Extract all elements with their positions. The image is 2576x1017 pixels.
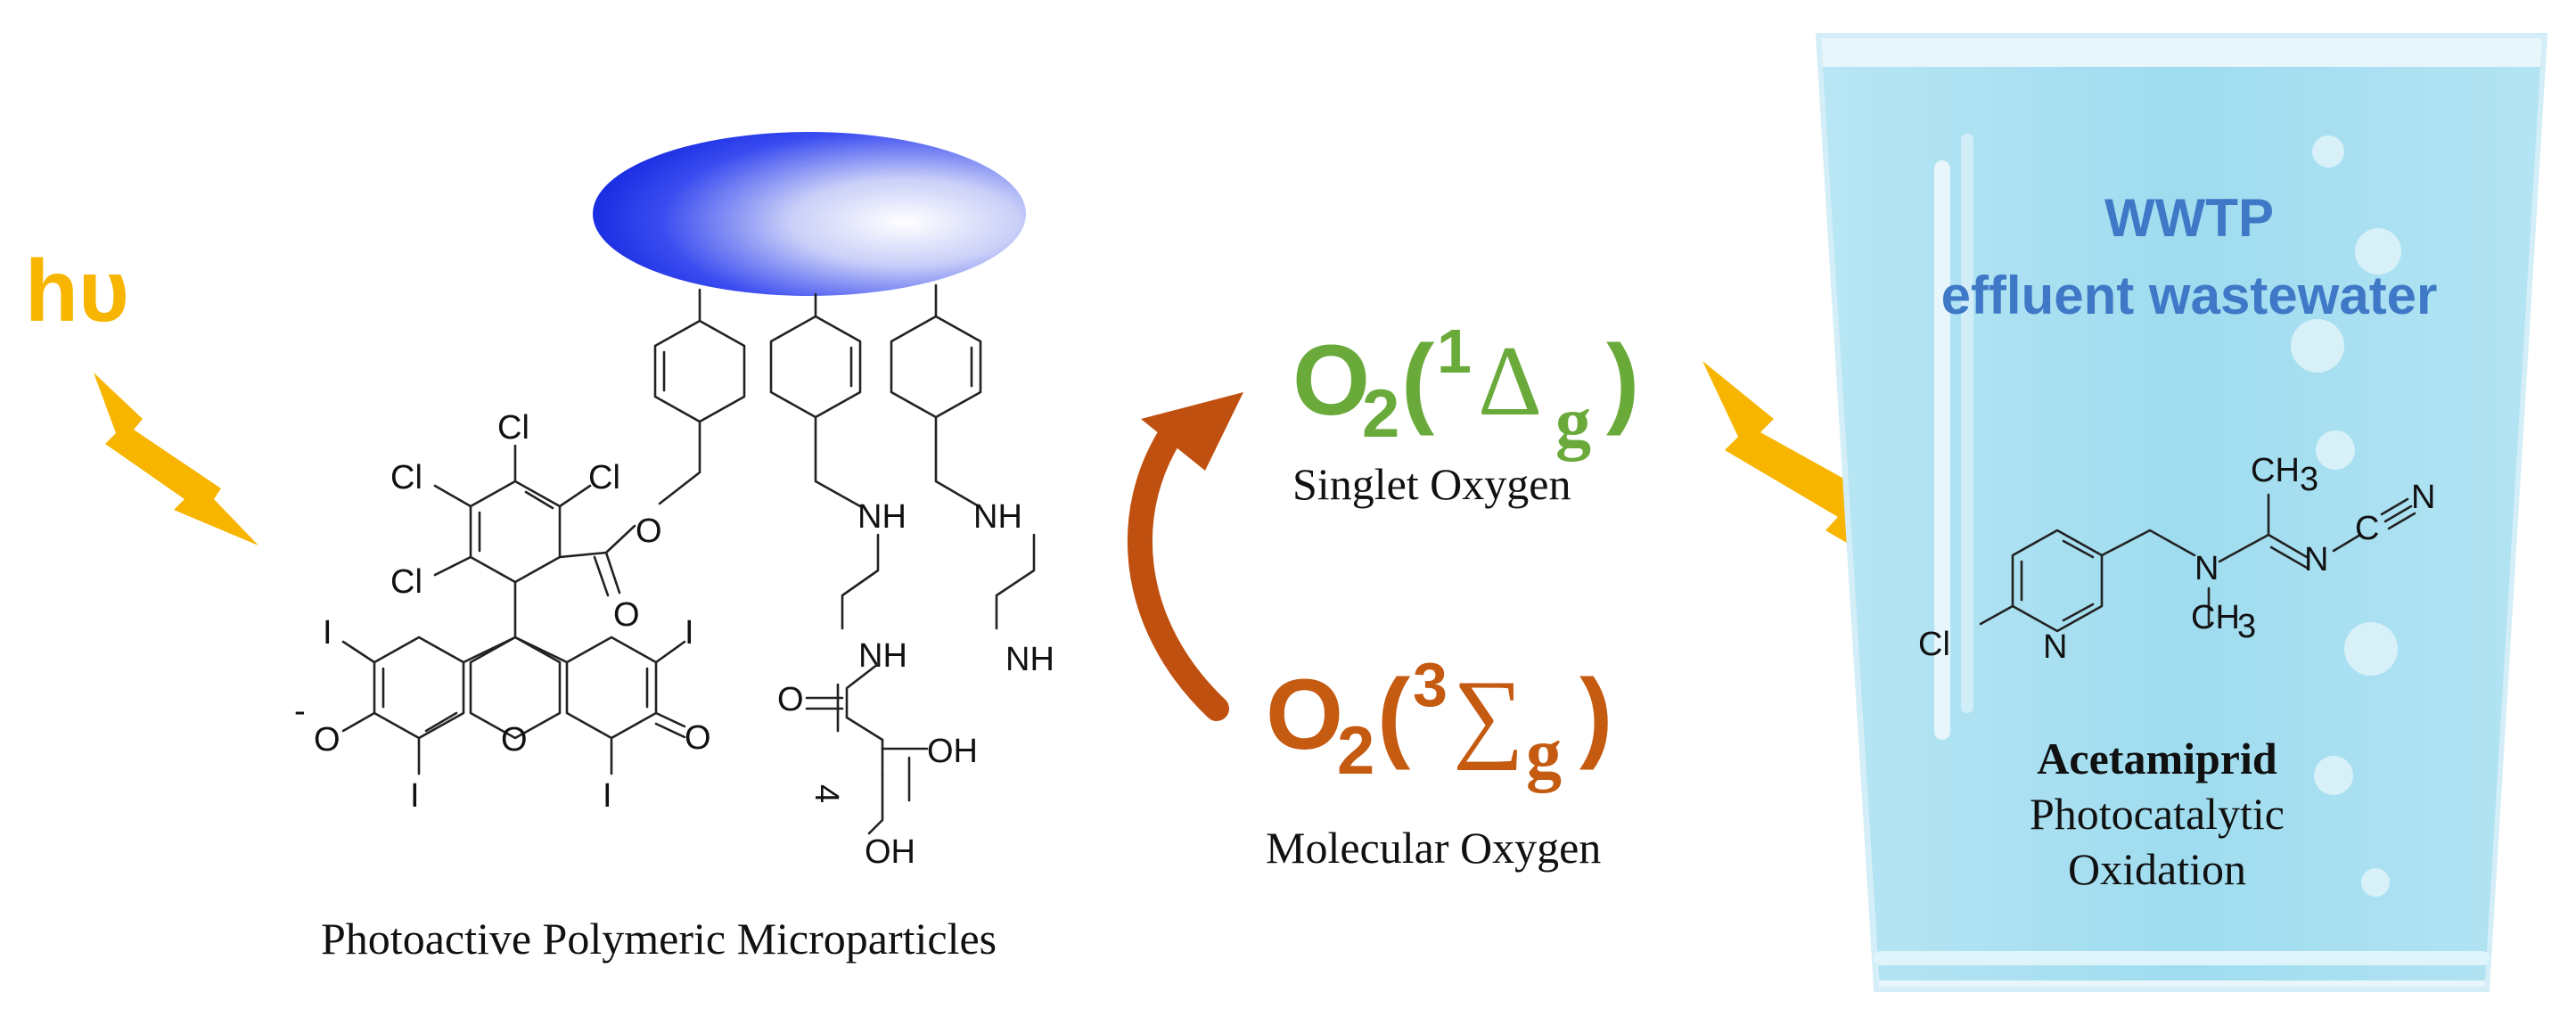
svg-text:2: 2 (1337, 713, 1374, 789)
svg-text:g: g (1526, 715, 1562, 793)
acet-ch3-top: CH (2251, 452, 2300, 489)
acet-n-imine: N (2304, 541, 2328, 578)
acet-three-top: 3 (2300, 461, 2318, 498)
acetamiprid-name: Acetamiprid (2037, 734, 2277, 783)
chem-cl-4: Cl (390, 563, 422, 601)
chem-nh-1: NH (857, 498, 907, 536)
svg-text:2: 2 (1362, 376, 1399, 452)
singlet-caption: Singlet Oxygen (1292, 459, 1571, 509)
svg-text:Δ: Δ (1478, 326, 1542, 437)
chem-o-minus-sign: - (294, 693, 306, 730)
svg-text:O: O (1266, 659, 1343, 770)
svg-text:): ) (1606, 324, 1639, 436)
svg-text:): ) (1579, 659, 1612, 770)
chem-o-phenolate: O (314, 721, 340, 759)
acetamiprid-structure: Cl N N CH 3 CH 3 N C N (1918, 452, 2435, 666)
bubble (2312, 135, 2344, 168)
acet-n-ring: N (2043, 628, 2067, 666)
chem-oh-1: OH (927, 733, 978, 770)
acet-three-bottom: 3 (2237, 608, 2256, 645)
chem-i-2: I (685, 614, 694, 652)
bubble (2344, 622, 2398, 676)
acet-n-nitrile: N (2411, 479, 2435, 516)
chem-i-1: I (323, 614, 332, 652)
chem-o-ester: O (636, 513, 662, 550)
svg-text:O: O (1292, 324, 1370, 436)
wwtp-subtitle: effluent wastewater (1941, 266, 2438, 325)
acet-ch3-bottom: CH (2191, 599, 2240, 636)
chem-cl-3: Cl (588, 459, 620, 496)
acet-n-amine: N (2195, 550, 2219, 587)
triplet-oxygen-formula: O 2 ( 3 ∑ g ) (1266, 650, 1612, 793)
hv-label: hυ (25, 242, 129, 340)
chem-o-keto: O (685, 719, 711, 757)
chem-o-carbonyl: O (613, 596, 640, 634)
chem-i-3: I (410, 777, 420, 815)
chem-o-amide: O (777, 681, 804, 718)
chem-o-xanthene: O (501, 721, 528, 759)
svg-text:1: 1 (1437, 316, 1472, 386)
photoactive-polymer-structure: O O NH NH O 4 OH OH NH NH (294, 283, 1054, 871)
bubble (2314, 756, 2353, 795)
bubble (2361, 868, 2390, 897)
water-glass (1815, 33, 2548, 992)
left-lightning-icon (94, 373, 258, 545)
particle-caption: Photoactive Polymeric Microparticles (321, 914, 997, 964)
acet-c: C (2355, 510, 2379, 547)
singlet-oxygen-formula: O 2 ( 1 Δ g ) (1292, 316, 1639, 462)
chem-cl-1: Cl (497, 409, 529, 447)
svg-text:(: ( (1401, 324, 1435, 436)
svg-text:(: ( (1377, 659, 1411, 770)
bubble (2355, 228, 2401, 275)
chem-four: 4 (808, 784, 845, 803)
chem-nh-4: NH (1005, 641, 1054, 678)
svg-text:g: g (1555, 383, 1591, 462)
wwtp-title: WWTP (2104, 188, 2274, 248)
microparticle-ellipse (593, 132, 1026, 296)
chem-nh-2: NH (858, 637, 907, 675)
triplet-caption: Molecular Oxygen (1266, 823, 1601, 873)
svg-text:∑: ∑ (1453, 660, 1524, 771)
arrow-head-icon (1141, 392, 1243, 471)
acetamiprid-line2: Photocatalytic (2030, 789, 2285, 839)
chem-oh-2: OH (865, 833, 915, 871)
acetamiprid-line3: Oxidation (2068, 844, 2246, 894)
curved-arrow-icon (1127, 414, 1229, 721)
svg-text:3: 3 (1413, 650, 1448, 719)
chem-cl-2: Cl (390, 459, 422, 496)
chem-i-4: I (603, 777, 612, 815)
bubble (2316, 431, 2355, 470)
acet-cl: Cl (1918, 626, 1950, 663)
bubble (2291, 319, 2344, 373)
chem-nh-3: NH (973, 498, 1022, 536)
